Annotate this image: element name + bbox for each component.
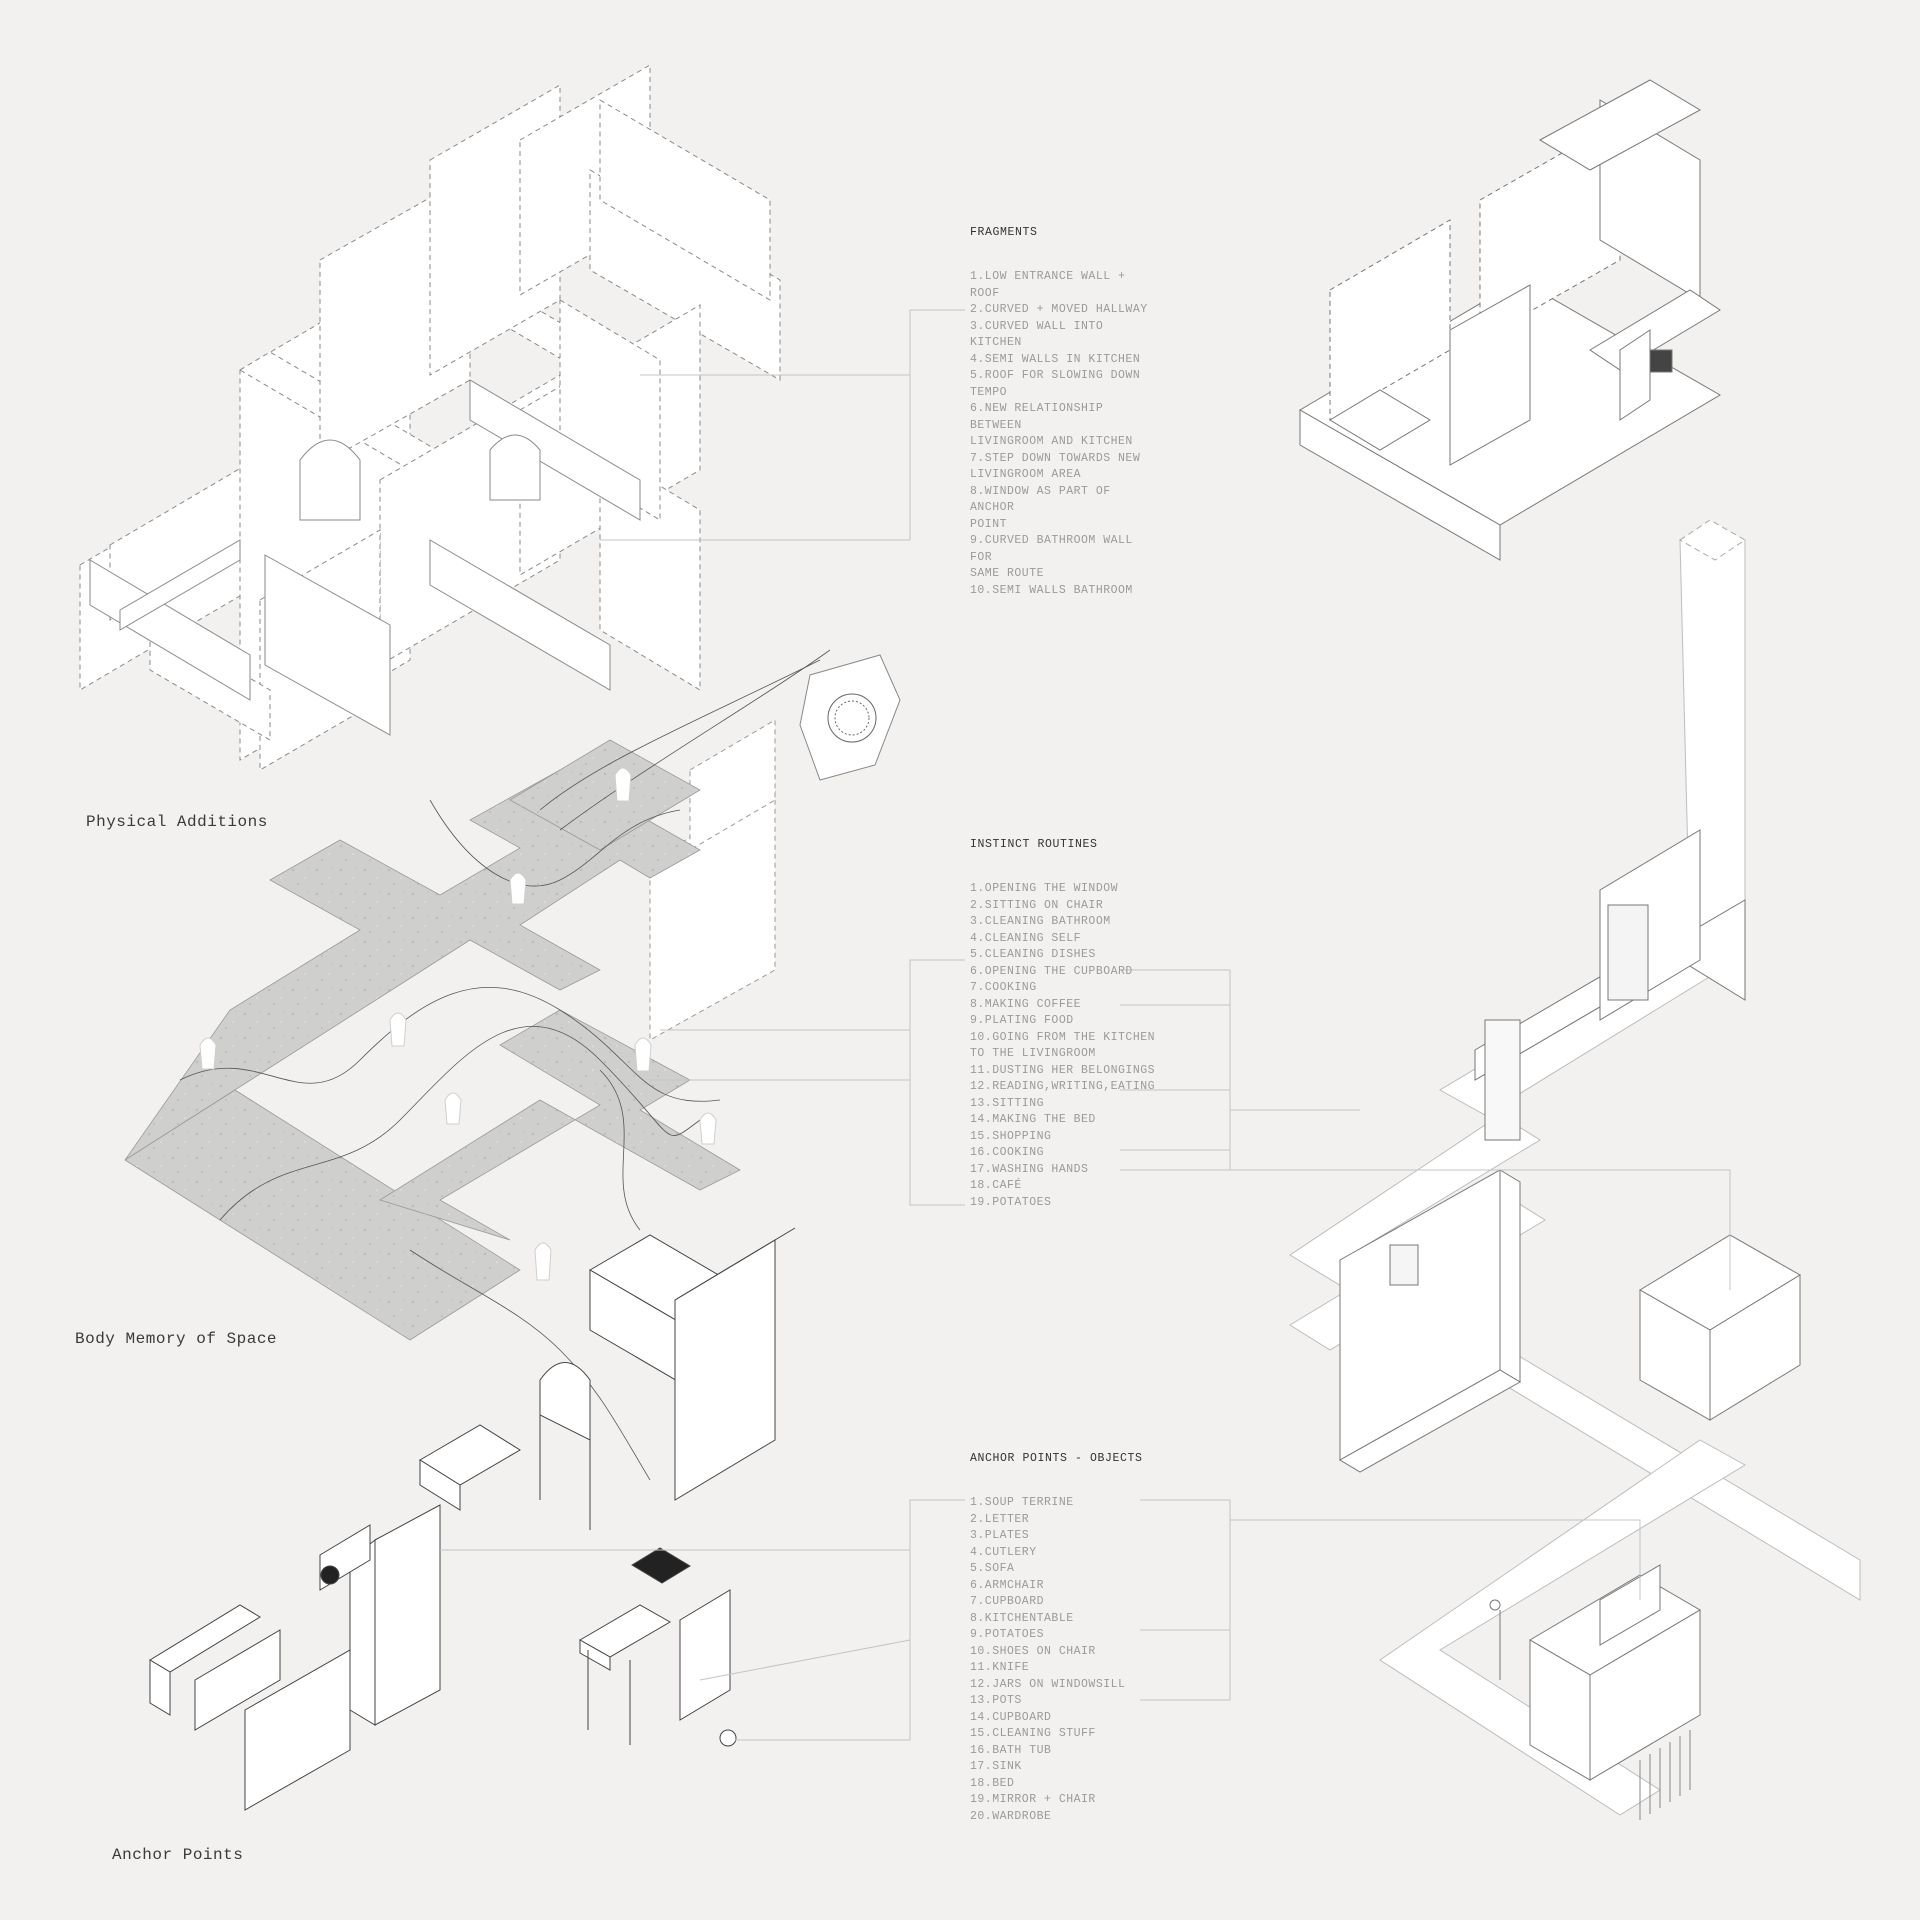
list-item: 4.CUTLERY — [970, 1545, 1037, 1559]
list-item: 10.GOING FROM THE KITCHEN — [970, 1030, 1156, 1044]
list-item: 5.SOFA — [970, 1562, 1015, 1575]
list-item: 12.JARS ON WINDOWSILL — [970, 1677, 1126, 1691]
list-item: 5.ROOF FOR SLOWING DOWN — [970, 369, 1141, 382]
physical-additions-drawing — [79, 64, 781, 771]
list-item: POINT — [970, 517, 1008, 531]
list-item: 18.BED — [970, 1776, 1015, 1790]
routines-title: INSTINCT ROUTINES — [970, 838, 1098, 851]
list-item: 5.CLEANING DISHES — [970, 948, 1096, 961]
list-item: 15.CLEANING STUFF — [970, 1727, 1096, 1740]
list-item: 8.KITCHENTABLE — [970, 1611, 1074, 1625]
list-item: FOR — [970, 550, 993, 564]
list-item: 7.STEP DOWN TOWARDS NEW — [970, 451, 1141, 465]
anchors-title: ANCHOR POINTS - OBJECTS — [970, 1452, 1143, 1465]
list-item: 12.READING,WRITING,EATING — [970, 1080, 1156, 1093]
list-item: 3.CURVED WALL INTO — [970, 319, 1104, 333]
list-item: ROOF — [970, 286, 1000, 300]
list-item: 1.LOW ENTRANCE WALL + — [970, 270, 1126, 283]
list-item: SAME ROUTE — [970, 567, 1045, 580]
list-item: 17.WASHING HANDS — [970, 1162, 1089, 1176]
list-item: 11.KNIFE — [970, 1661, 1030, 1674]
list-item: 16.BATH TUB — [970, 1743, 1052, 1757]
list-item: 9.POTATOES — [970, 1628, 1045, 1641]
list-item: 3.PLATES — [970, 1529, 1030, 1542]
list-item: 3.CLEANING BATHROOM — [970, 915, 1111, 928]
list-item: 20.WARDROBE — [970, 1809, 1052, 1823]
list-item: 4.CLEANING SELF — [970, 931, 1082, 945]
leader-lines — [440, 309, 1731, 1741]
list-item: 6.OPENING THE CUPBOARD — [970, 964, 1133, 978]
list-item: 6.ARMCHAIR — [970, 1578, 1045, 1592]
list-item: 14.MAKING THE BED — [970, 1113, 1096, 1126]
list-item: KITCHEN — [970, 336, 1022, 349]
list-item: 7.COOKING — [970, 981, 1037, 994]
list-item: LIVINGROOM AREA — [970, 468, 1082, 481]
list-item: 1.SOUP TERRINE — [970, 1496, 1074, 1509]
caption-anchor-points: Anchor Points — [112, 1846, 244, 1864]
list-item: TO THE LIVINGROOM — [970, 1047, 1096, 1060]
fragments-list: 1.LOW ENTRANCE WALL + ROOF 2.CURVED + MOVE… — [970, 269, 1200, 599]
list-item: 7.CUPBOARD — [970, 1595, 1045, 1608]
list-item: 10.SHOES ON CHAIR — [970, 1644, 1096, 1658]
caption-body-memory: Body Memory of Space — [75, 1330, 278, 1348]
list-item: 9.CURVED BATHROOM WALL — [970, 534, 1133, 547]
anchors-section: ANCHOR POINTS - OBJECTS 1.SOUP TERRINE 2.… — [970, 1452, 1200, 1825]
list-item: 15.SHOPPING — [970, 1129, 1052, 1143]
anchor-points-drawing — [149, 1227, 796, 1811]
list-item: 19.MIRROR + CHAIR — [970, 1793, 1096, 1806]
list-item: 19.POTATOES — [970, 1195, 1052, 1209]
list-item: 2.SITTING ON CHAIR — [970, 898, 1104, 912]
routines-section: INSTINCT ROUTINES 1.OPENING THE WINDOW 2.… — [970, 838, 1200, 1211]
caption-physical-additions: Physical Additions — [86, 813, 268, 831]
list-item: 11.DUSTING HER BELONGINGS — [970, 1063, 1156, 1077]
list-item: 14.CUPBOARD — [970, 1710, 1052, 1724]
list-item: ANCHOR — [970, 501, 1015, 514]
list-item: 10.SEMI WALLS BATHROOM — [970, 583, 1133, 597]
list-item: LIVINGROOM AND KITCHEN — [970, 435, 1133, 448]
list-item: 9.PLATING FOOD — [970, 1014, 1074, 1027]
list-item: TEMPO — [970, 385, 1008, 399]
list-item: 4.SEMI WALLS IN KITCHEN — [970, 352, 1141, 366]
list-item: 13.POTS — [970, 1694, 1022, 1707]
list-item: 13.SITTING — [970, 1096, 1045, 1110]
list-item: 8.WINDOW AS PART OF — [970, 484, 1111, 498]
list-item: 6.NEW RELATIONSHIP — [970, 402, 1104, 415]
list-item: 16.COOKING — [970, 1146, 1045, 1159]
list-item: 2.CURVED + MOVED HALLWAY — [970, 303, 1148, 316]
body-memory-drawing — [124, 649, 901, 1481]
list-item: 1.OPENING THE WINDOW — [970, 882, 1119, 895]
list-item: 18.CAFÉ — [970, 1179, 1022, 1192]
right-rooms-drawing — [1299, 79, 1801, 1820]
anchors-list: 1.SOUP TERRINE 2.LETTER 3.PLATES 4.CUTLERY 5… — [970, 1495, 1200, 1825]
list-item: 2.LETTER — [970, 1512, 1030, 1526]
fragments-title: FRAGMENTS — [970, 226, 1038, 239]
list-item: 8.MAKING COFFEE — [970, 997, 1082, 1011]
routines-list: 1.OPENING THE WINDOW 2.SITTING ON CHAIR 3.… — [970, 881, 1200, 1211]
list-item: 17.SINK — [970, 1760, 1022, 1773]
list-item: BETWEEN — [970, 418, 1022, 432]
fragments-section: FRAGMENTS 1.LOW ENTRANCE WALL + ROOF 2.CUR… — [970, 226, 1200, 599]
